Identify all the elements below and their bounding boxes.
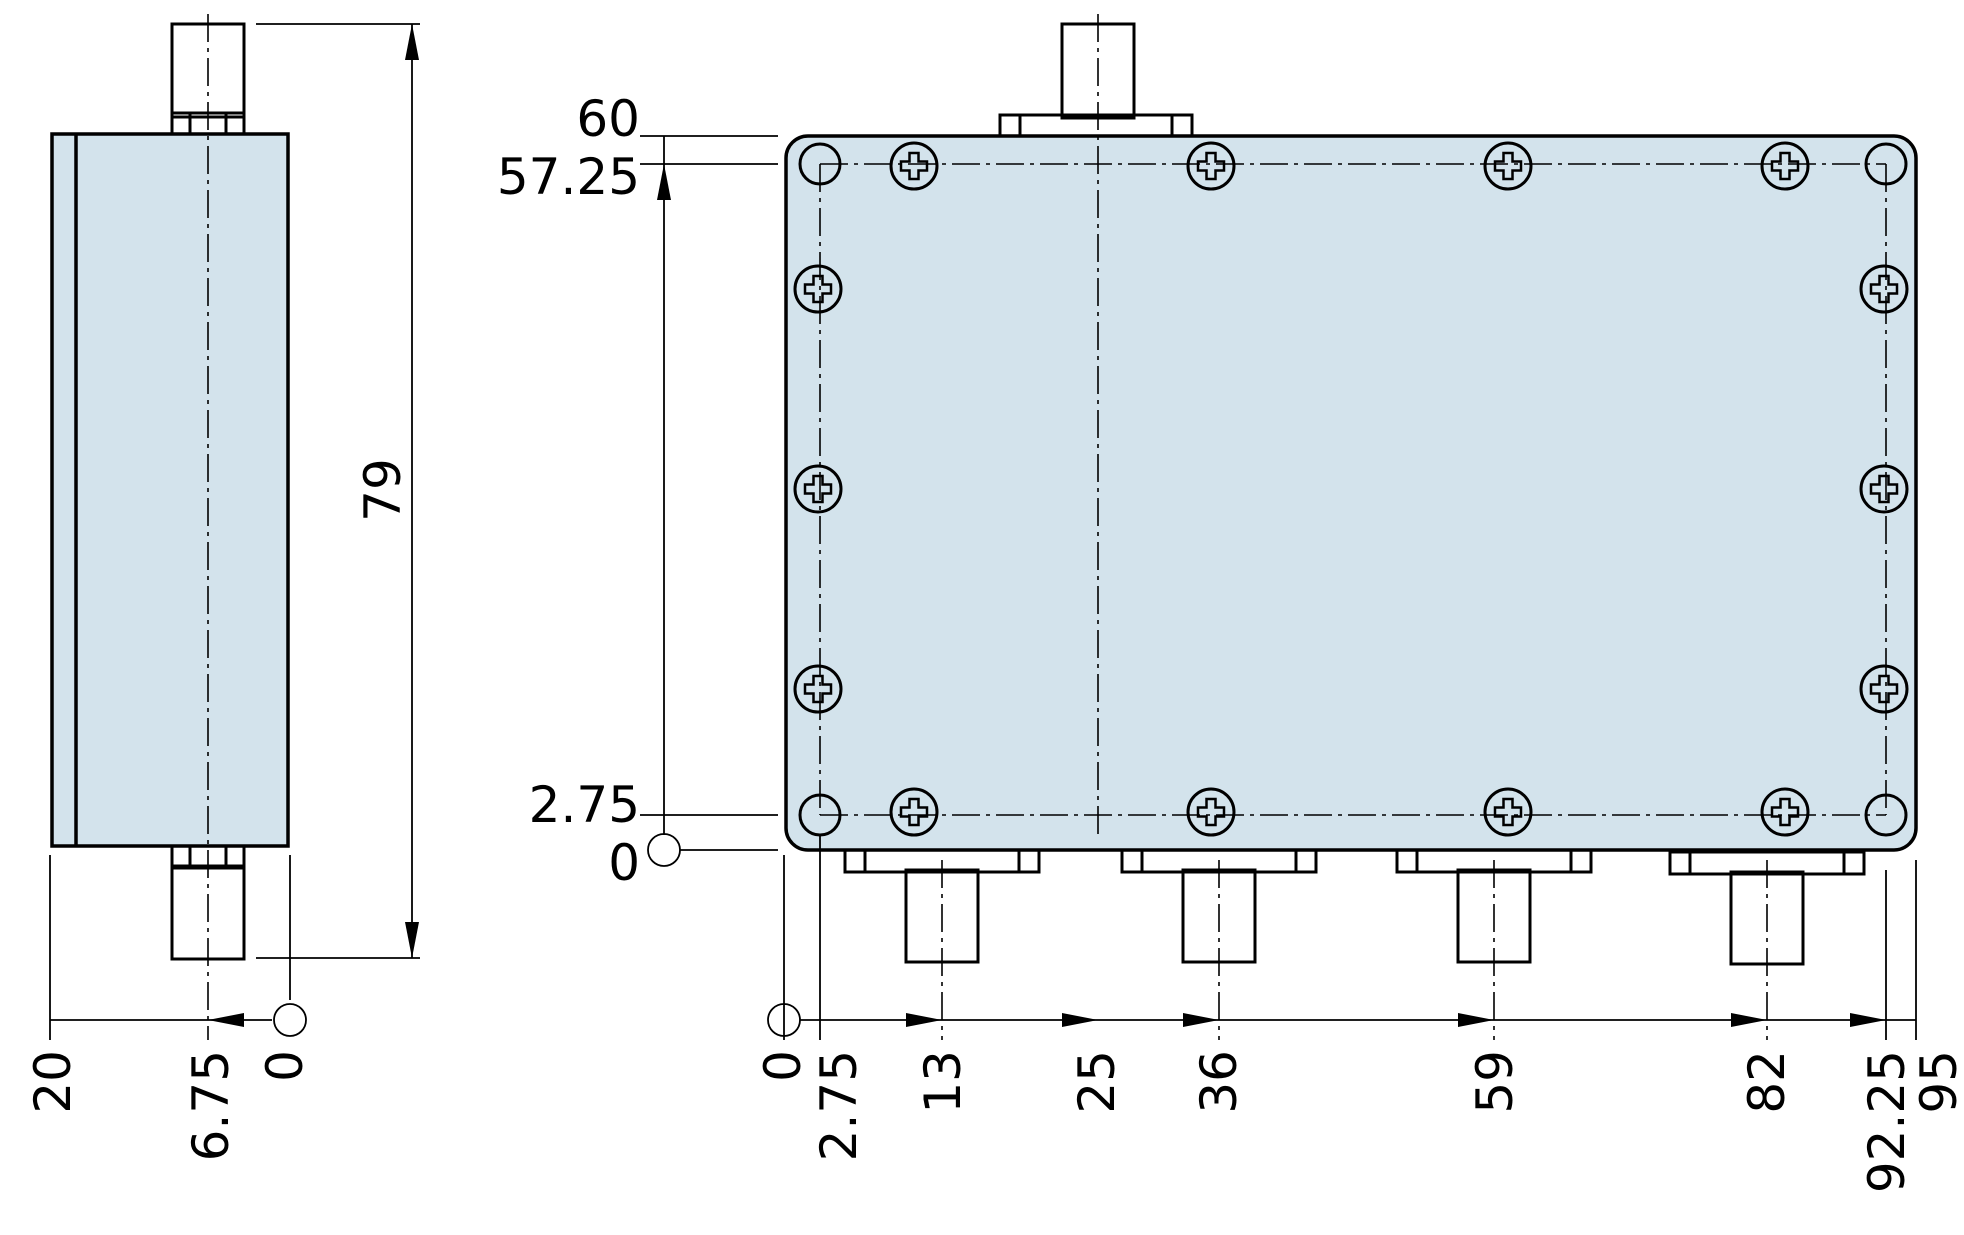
front-view: 60 57.25 2.75 0 0 2.75 13 25 36 59 82 92… (497, 14, 1964, 1193)
screw-head (1859, 264, 1909, 314)
screw (793, 264, 843, 314)
screw (1186, 141, 1236, 191)
screw-head (1760, 141, 1810, 191)
screw-cross (1493, 151, 1523, 181)
screw-head (1483, 141, 1533, 191)
screw-cross (1869, 474, 1899, 504)
screw-cross (1770, 797, 1800, 827)
screws (793, 141, 1909, 837)
screw-head (793, 264, 843, 314)
screw (1859, 264, 1909, 314)
side-height-label: 79 (354, 458, 412, 522)
side-label-6-75: 6.75 (182, 1050, 240, 1161)
screw-cross (1869, 274, 1899, 304)
screw (1859, 464, 1909, 514)
screw-head (1483, 787, 1533, 837)
side-label-20: 20 (24, 1050, 82, 1114)
front-body (784, 134, 1918, 852)
front-bottom-connectors (843, 848, 1866, 966)
screw-cross (803, 474, 833, 504)
front-label-60: 60 (576, 90, 640, 148)
screw-cross (1493, 797, 1523, 827)
front-label-59: 59 (1466, 1050, 1524, 1114)
screw (889, 141, 939, 191)
front-label-36: 36 (1190, 1050, 1248, 1114)
screw-head (1859, 664, 1909, 714)
front-label-2-75-bottom: 2.75 (810, 1050, 868, 1161)
front-label-13: 13 (914, 1050, 972, 1114)
screw (1483, 141, 1533, 191)
front-label-25: 25 (1068, 1050, 1126, 1114)
screw-cross (1196, 151, 1226, 181)
screw-head (889, 787, 939, 837)
side-view: 79 20 6.75 0 (24, 14, 420, 1161)
screw-cross (899, 151, 929, 181)
screw-head (1186, 141, 1236, 191)
screw-head (1186, 787, 1236, 837)
screw-cross (803, 674, 833, 704)
screw-cross (899, 797, 929, 827)
screw (1760, 787, 1810, 837)
screw-cross (1869, 674, 1899, 704)
front-label-2-75: 2.75 (529, 776, 640, 834)
screw (1859, 664, 1909, 714)
screw (793, 464, 843, 514)
screw-head (1859, 464, 1909, 514)
screw-head (1760, 787, 1810, 837)
screw-cross (1770, 151, 1800, 181)
screw (1760, 141, 1810, 191)
front-label-92-25: 92.25 (1858, 1050, 1916, 1193)
screw (1483, 787, 1533, 837)
screw-cross (1196, 797, 1226, 827)
screw (889, 787, 939, 837)
screw-head (793, 664, 843, 714)
side-label-0: 0 (256, 1050, 314, 1082)
screw-head (793, 464, 843, 514)
front-label-57-25: 57.25 (497, 148, 640, 206)
front-label-82: 82 (1738, 1050, 1796, 1114)
screw-head (889, 141, 939, 191)
side-body (50, 132, 290, 848)
front-label-0-left: 0 (608, 834, 640, 892)
screw (1186, 787, 1236, 837)
front-label-95: 95 (1910, 1050, 1964, 1114)
front-label-0-bottom: 0 (754, 1050, 812, 1082)
screw-cross (803, 274, 833, 304)
screw (793, 664, 843, 714)
